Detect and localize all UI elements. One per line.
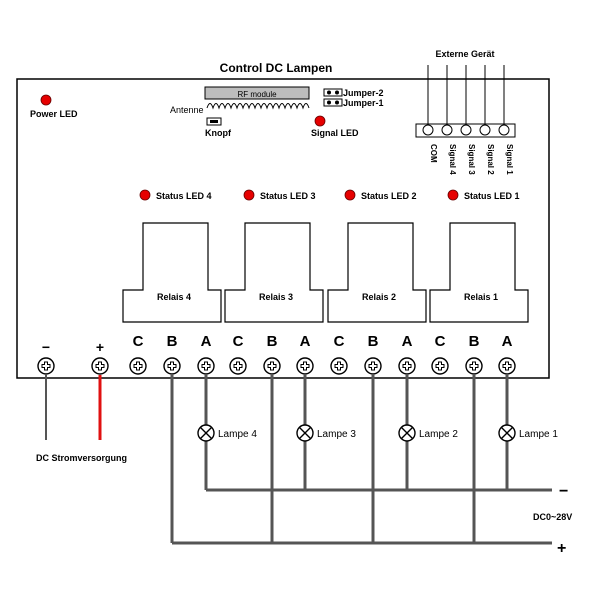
terminal-screw-cross	[167, 361, 177, 371]
status-led	[243, 189, 255, 201]
signal-pin-label: Signal 1	[505, 144, 514, 175]
lamps: Lampe 4 Lampe 3 Lampe 2 Lampe 1	[197, 374, 558, 490]
status-led-label: Status LED 4	[156, 191, 212, 201]
terminal-screw-cross	[233, 361, 243, 371]
relay-label: Relais 4	[157, 292, 191, 302]
status-led-label: Status LED 2	[361, 191, 417, 201]
signal-pin	[479, 124, 491, 136]
jumper-2-label: Jumper-2	[343, 88, 384, 98]
power-terminal-sign: +	[96, 339, 104, 355]
relay	[327, 222, 427, 323]
terminal-screw-cross	[201, 361, 211, 371]
status-led-label: Status LED 3	[260, 191, 316, 201]
relay-label: Relais 2	[362, 292, 396, 302]
lamp-label: Lampe 1	[519, 429, 558, 440]
signal-pin-label: Signal 3	[467, 144, 476, 175]
knopf-label: Knopf	[205, 128, 232, 138]
relay-label: Relais 1	[464, 292, 498, 302]
load-voltage-label: DC0~28V	[533, 512, 572, 522]
rf-module	[204, 86, 310, 100]
power-terminal-screw-cross	[41, 361, 51, 371]
lamp-label: Lampe 4	[218, 429, 257, 440]
signal-led-label: Signal LED	[311, 128, 359, 138]
signal-pin	[441, 124, 453, 136]
jumper-1	[323, 98, 343, 107]
terminal-letter: A	[502, 333, 513, 350]
signal-pin-label: Signal 2	[486, 144, 495, 175]
terminal-letter: B	[469, 333, 480, 350]
relay	[429, 222, 529, 323]
terminal-letter: B	[167, 333, 178, 350]
signal-pin	[498, 124, 510, 136]
lamp-label: Lampe 3	[317, 429, 356, 440]
signal-pin	[460, 124, 472, 136]
diagram-title: Control DC Lampen	[220, 61, 333, 75]
power-terminal-screw-cross	[95, 361, 105, 371]
antenna-coil	[206, 103, 310, 110]
status-leds: Status LED 4 Status LED 3 Status LED 2 Stat…	[139, 189, 520, 201]
terminal-screw-cross	[300, 361, 310, 371]
power-led	[40, 94, 52, 106]
relay	[122, 222, 222, 323]
status-led	[344, 189, 356, 201]
lamp-icon-cross	[200, 427, 212, 439]
terminal-letter: A	[402, 333, 413, 350]
terminal-letter: C	[133, 333, 144, 350]
signal-pin-label: Signal 4	[448, 144, 457, 175]
terminal-screw-cross	[334, 361, 344, 371]
load-plus-sign: +	[557, 540, 566, 557]
signal-pin-label: COM	[429, 144, 438, 163]
terminal-screw-cross	[469, 361, 479, 371]
terminal-screw-cross	[267, 361, 277, 371]
rf-module-label: RF module	[237, 90, 277, 99]
terminal-letter: B	[368, 333, 379, 350]
terminal-letter: A	[201, 333, 212, 350]
jumper-1-label: Jumper-1	[343, 98, 384, 108]
terminal-letter: C	[334, 333, 345, 350]
external-device-label: Externe Gerät	[435, 49, 494, 59]
lamp-icon-cross	[501, 427, 513, 439]
lamp-icon-cross	[401, 427, 413, 439]
lamp-label: Lampe 2	[419, 429, 458, 440]
jumper-2	[323, 88, 343, 97]
status-led	[447, 189, 459, 201]
power-supply-label: DC Stromversorgung	[36, 453, 127, 463]
terminal-screw-cross	[402, 361, 412, 371]
power-terminal-sign: −	[42, 339, 50, 355]
status-led	[139, 189, 151, 201]
terminal-letter: C	[435, 333, 446, 350]
relay-label: Relais 3	[259, 292, 293, 302]
signal-pins: COM Signal 4 Signal 3 Signal 2 Signal 1	[422, 65, 514, 175]
relay	[224, 222, 324, 323]
terminal-letter: B	[267, 333, 278, 350]
status-led-label: Status LED 1	[464, 191, 520, 201]
terminal-screw-cross	[502, 361, 512, 371]
common-wires	[170, 374, 476, 543]
terminal-letter: A	[300, 333, 311, 350]
terminal-letter: C	[233, 333, 244, 350]
knopf-button-inner	[210, 120, 218, 123]
terminal-screw-cross	[368, 361, 378, 371]
terminal-screw-cross	[133, 361, 143, 371]
lamp-icon-cross	[299, 427, 311, 439]
power-terminals: −+	[37, 339, 109, 375]
power-led-label: Power LED	[30, 109, 78, 119]
relays: Relais 4 Relais 3 Relais 2 Relais 1	[122, 222, 529, 323]
signal-pin	[422, 124, 434, 136]
antenna-label: Antenne	[170, 105, 204, 115]
load-minus-sign: −	[559, 483, 568, 500]
terminal-screw-cross	[435, 361, 445, 371]
signal-led	[314, 115, 326, 127]
